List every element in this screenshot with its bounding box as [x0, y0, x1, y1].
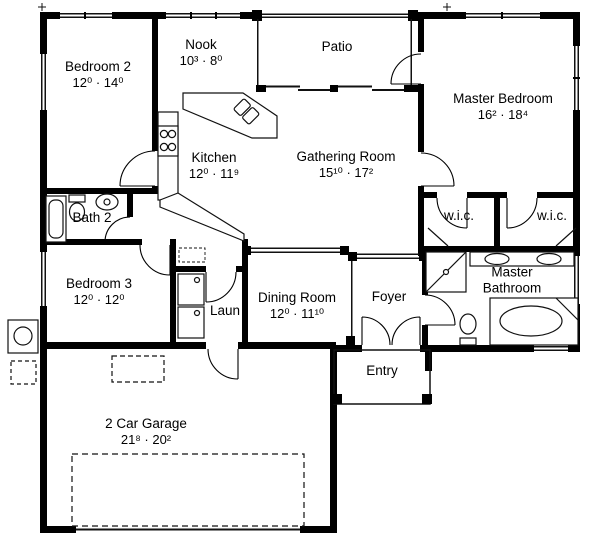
door-swing-bath2	[104, 216, 131, 243]
entry-porch	[332, 349, 432, 405]
garage-door-opening	[74, 526, 302, 533]
room-label-foyer: Foyer	[372, 289, 407, 305]
sink-fixture	[95, 193, 119, 211]
room-label-nook: Nook 10³ · 8⁰	[180, 37, 223, 69]
room-name: Bathroom	[482, 281, 542, 296]
room-name: Gathering Room	[296, 148, 396, 164]
room-name: Patio	[321, 38, 353, 54]
patio-screen	[252, 10, 418, 85]
door-swing-master-bath	[424, 294, 456, 326]
room-name: Foyer	[371, 288, 407, 304]
room-name: Bath 2	[72, 209, 112, 225]
stove-fixture	[157, 125, 179, 157]
garage-storage-dashed	[111, 355, 165, 383]
room-label-gathering-room: Gathering Room 15¹⁰ · 17²	[296, 149, 395, 181]
toilet-fixture	[459, 313, 477, 346]
washer-fixture	[177, 273, 205, 306]
room-label-laundry: Laun	[210, 303, 240, 319]
closet-corner	[427, 227, 449, 247]
room-name: 2 Car Garage	[105, 415, 187, 431]
kitchen-island-fixture	[182, 92, 278, 139]
room-label-bedroom3: Bedroom 3 12⁰ · 12⁰	[66, 276, 132, 308]
room-label-patio: Patio	[322, 39, 353, 55]
arch-openings	[242, 246, 428, 345]
window	[40, 52, 47, 112]
room-dims: 21⁸ · 20²	[120, 432, 172, 448]
room-dims: 12⁰ · 11⁹	[188, 166, 240, 182]
room-name: Dining Room	[257, 289, 337, 305]
cross-mark	[443, 3, 451, 11]
room-dims: 12⁰ · 11¹⁰	[269, 306, 325, 322]
sliding-door	[266, 85, 404, 91]
garden-tub-fixture	[489, 297, 579, 346]
door-swing-entry-left	[361, 316, 391, 346]
door-swing-master-bedroom	[420, 152, 455, 187]
room-label-dining-room: Dining Room 12⁰ · 11¹⁰	[258, 290, 336, 322]
room-label-bath2: Bath 2	[72, 210, 111, 226]
room-name: Master Bedroom	[453, 90, 553, 106]
room-name: w.i.c.	[536, 207, 568, 223]
room-name: Bedroom 2	[64, 58, 132, 74]
room-dims: 10³ · 8⁰	[179, 53, 223, 69]
room-label-bedroom2: Bedroom 2 12⁰ · 14⁰	[65, 59, 131, 91]
room-name: Nook	[185, 36, 217, 52]
fixtures	[7, 3, 579, 527]
door-swing-bedroom3	[139, 244, 171, 276]
room-name: Bedroom 3	[65, 275, 133, 291]
room-name: Kitchen	[191, 149, 237, 165]
windows	[40, 10, 580, 533]
door-swing-wic-left	[436, 197, 468, 229]
window	[164, 12, 242, 19]
door-swing-entry-right	[391, 316, 421, 346]
dryer-fixture	[177, 306, 205, 339]
room-label-master-bathroom: Master Bathroom	[483, 265, 542, 298]
utility-pad	[7, 319, 39, 385]
door-swing-laundry	[205, 271, 237, 303]
door-swing-bedroom2	[119, 150, 156, 187]
room-dims: 12⁰ · 12⁰	[73, 292, 125, 308]
window	[40, 250, 47, 308]
room-name: Laun	[209, 302, 241, 318]
room-label-wic-right: w.i.c.	[537, 208, 567, 224]
room-name: Entry	[366, 362, 398, 378]
closet-shelf	[178, 247, 206, 263]
room-label-garage: 2 Car Garage 21⁸ · 20²	[105, 416, 187, 448]
garage-door-dashed	[71, 453, 305, 527]
door-swing-patio	[390, 53, 422, 85]
toilet-fixture	[68, 194, 86, 222]
vanity-fixture	[469, 251, 575, 267]
room-dims: 12⁰ · 14⁰	[72, 75, 124, 91]
window	[464, 12, 542, 19]
window	[58, 12, 114, 19]
room-label-entry: Entry	[366, 363, 398, 379]
closet-corner	[555, 227, 577, 247]
doors	[104, 53, 538, 380]
cross-mark	[38, 3, 46, 11]
shower-fixture	[425, 251, 467, 293]
room-name: Master	[491, 264, 533, 280]
door-swing-garage	[207, 348, 239, 380]
door-swing-wic-right	[506, 197, 538, 229]
room-label-wic-left: w.i.c.	[444, 208, 474, 224]
window	[573, 44, 580, 112]
room-dims: 15¹⁰ · 17²	[318, 165, 374, 181]
room-label-master-bedroom: Master Bedroom 16² · 18⁴	[453, 91, 553, 123]
bathtub-fixture	[45, 195, 67, 243]
room-dims: 16² · 18⁴	[477, 107, 529, 123]
room-label-kitchen: Kitchen 12⁰ · 11⁹	[189, 150, 239, 182]
window	[532, 345, 570, 352]
room-name: w.i.c.	[443, 207, 475, 223]
